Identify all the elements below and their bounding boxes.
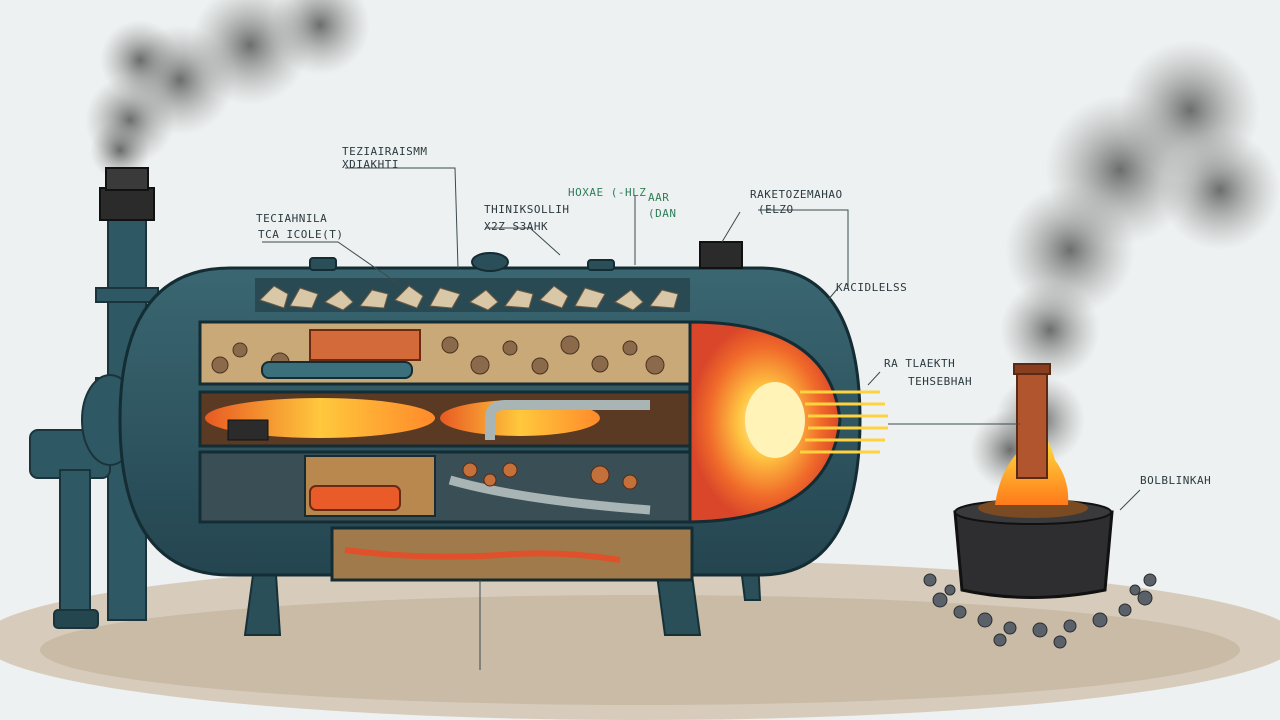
label-far-right-8: BOLBLINKAH (1140, 474, 1212, 487)
label-green-4a: HOXAE (-HLZ (568, 186, 647, 199)
label-left-2b: TCA ICOLE(T) (258, 228, 344, 241)
label-right-7b: TEHSEBHAH (908, 375, 973, 388)
label-mid-3a: THINIKSOLLIH (484, 203, 570, 216)
label-right-5a: RAKETOZEMAHAO (750, 188, 843, 201)
label-green-4c: (DAN (648, 207, 677, 220)
glow-rays (800, 390, 888, 454)
ground (0, 560, 1280, 720)
label-right-5b: (ELZO (758, 203, 794, 216)
label-mid-3b: X2Z S3AHK (484, 220, 549, 233)
smoke-left (85, 0, 370, 180)
label-top-left-1b: XDIAKHTI (342, 158, 399, 171)
smoke-right (970, 40, 1280, 490)
label-left-2a: TECIAHNILA (256, 212, 328, 225)
fire-pot (923, 363, 1157, 649)
label-right-6: KACIDLELSS (836, 281, 908, 294)
leader-lines (262, 167, 1141, 670)
label-right-7a: RA TLAEKTH (884, 357, 956, 370)
label-top-left-1a: TEZIAIRAISMM (342, 145, 428, 158)
label-green-4b: AAR (648, 191, 670, 204)
tank-body (118, 241, 862, 582)
